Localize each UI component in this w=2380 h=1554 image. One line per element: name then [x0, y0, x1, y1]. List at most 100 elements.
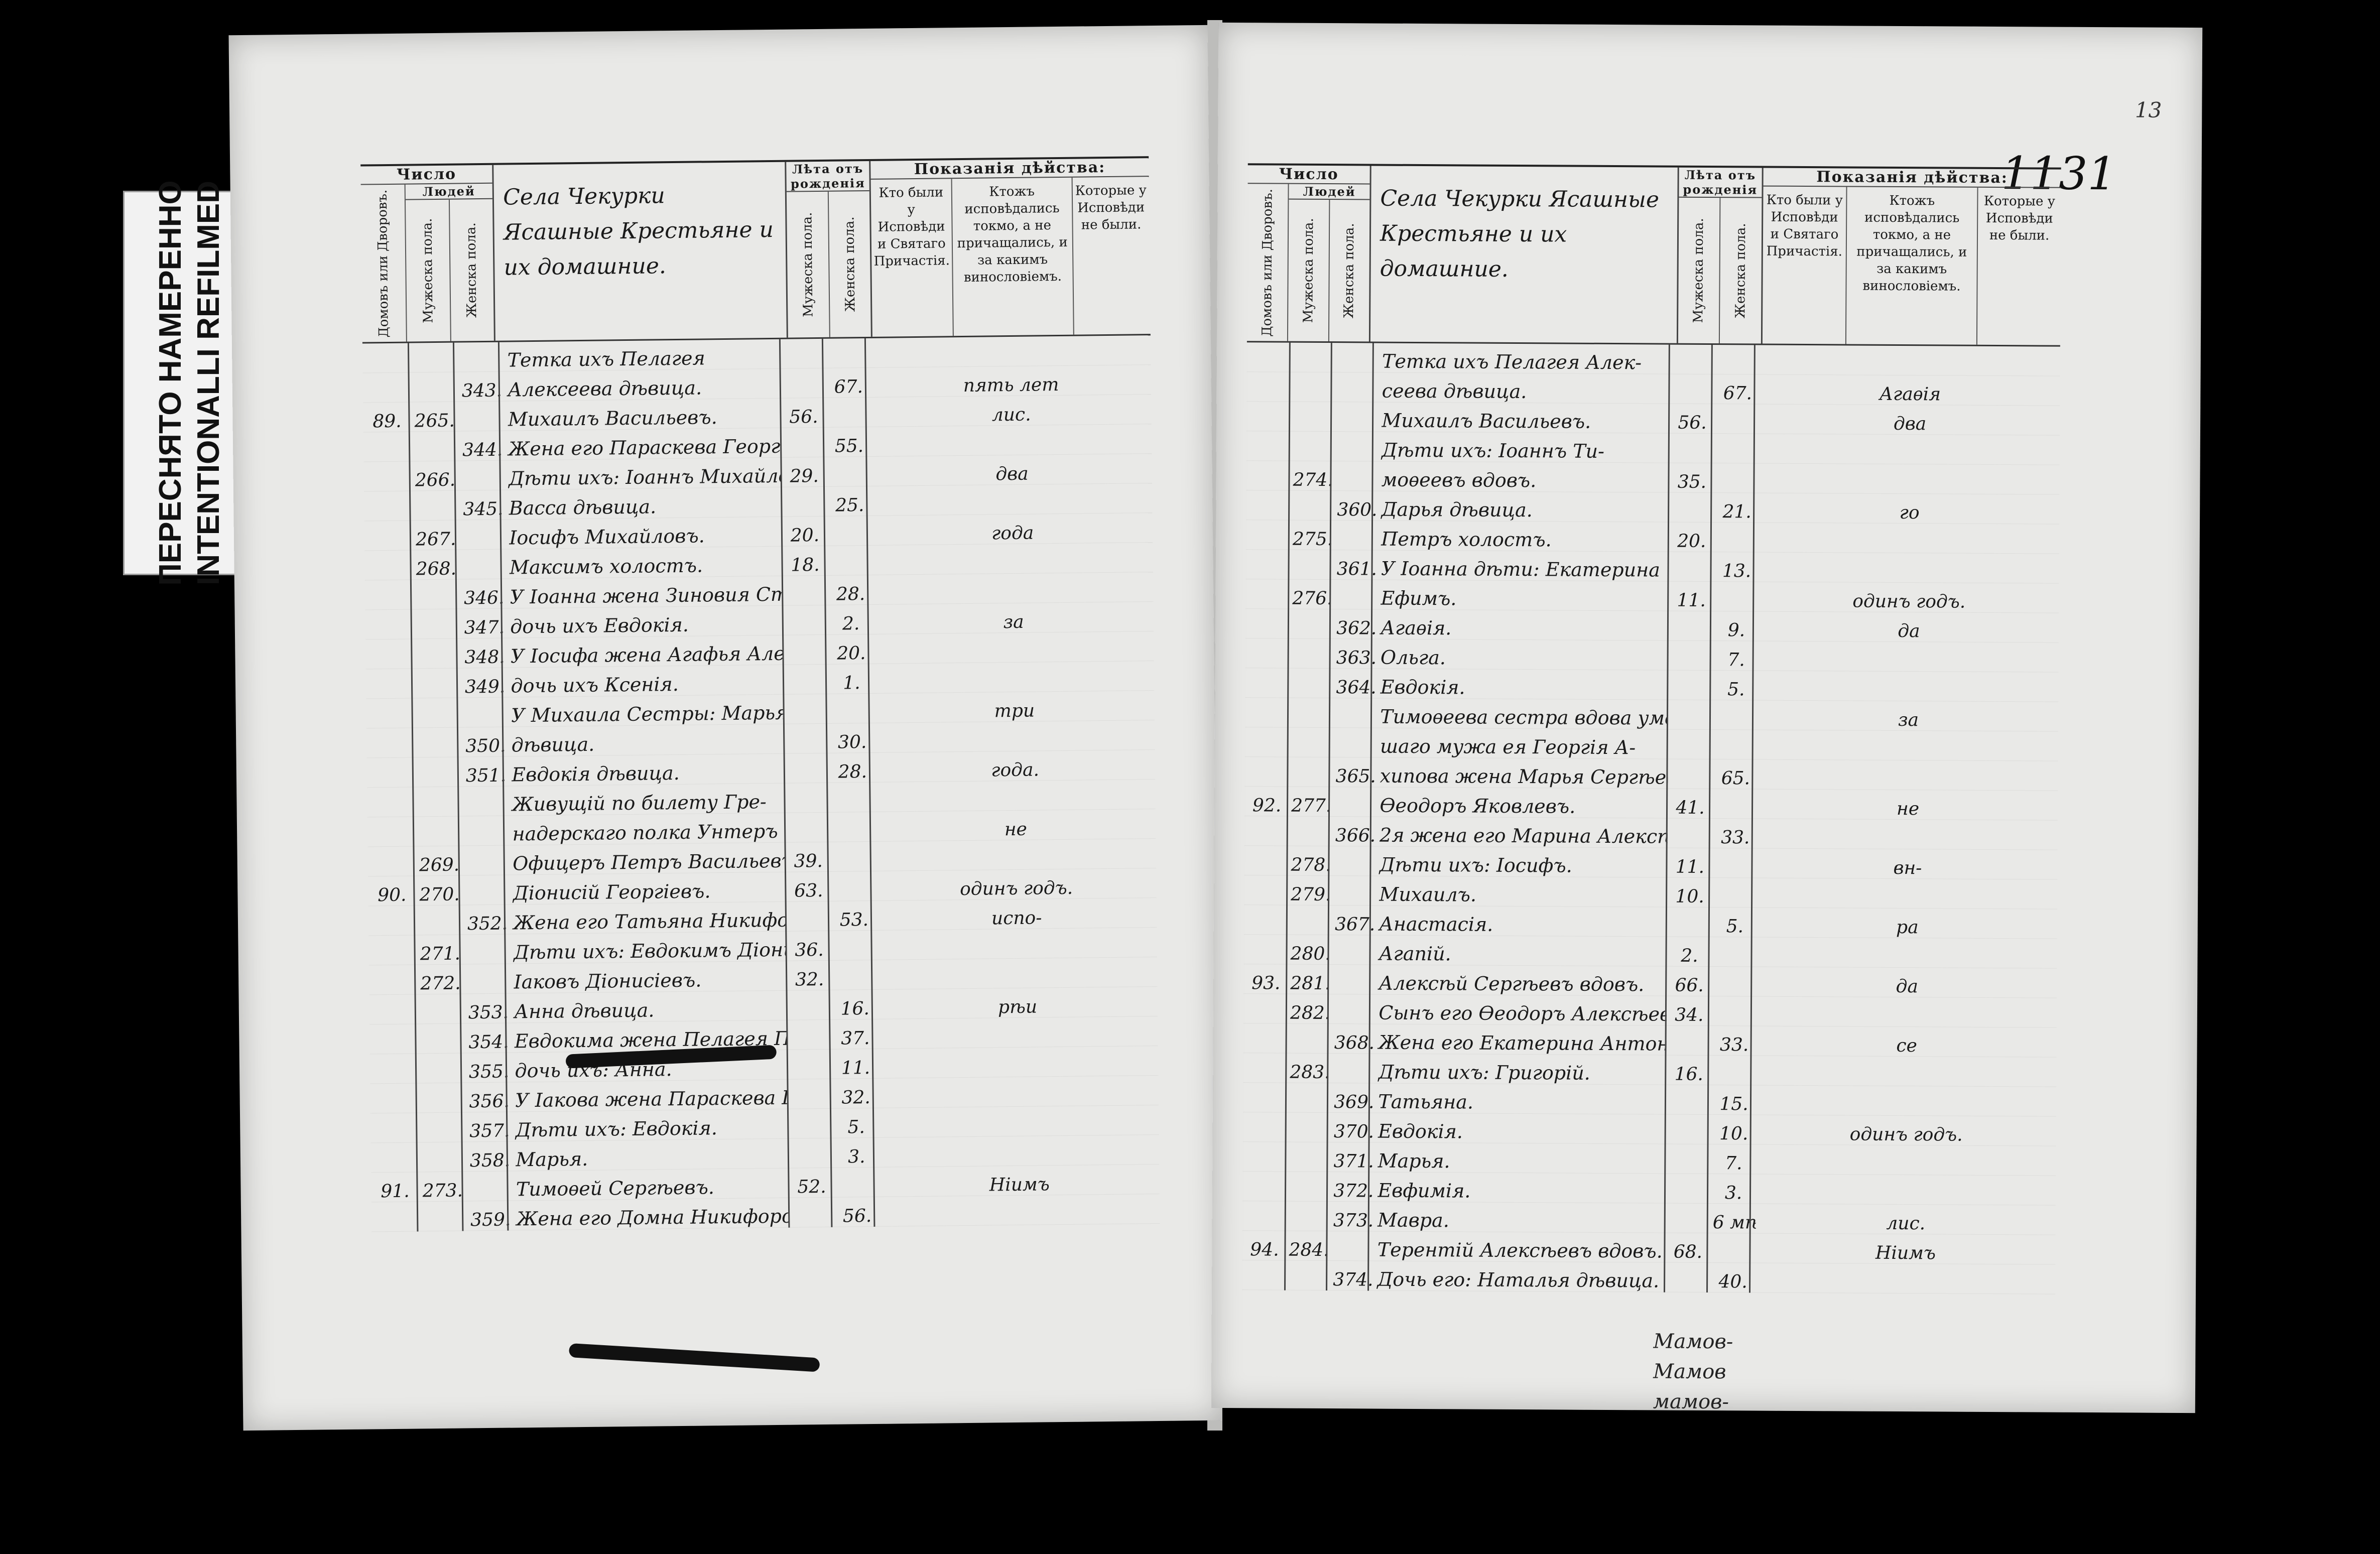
person-name: шаго мужа ея Георгія А- [1380, 735, 1636, 759]
dvor-number: 90. [378, 884, 407, 906]
right-village-title: Села Чекурки Ясашные Крестьяне и их дома… [1370, 166, 1679, 343]
person-name: Анастасія. [1379, 913, 1493, 936]
male-number: 278. [1291, 854, 1331, 876]
confession-note: лис. [991, 404, 1031, 426]
male-number [419, 1230, 467, 1231]
male-number: 283. [1290, 1062, 1330, 1083]
male-number: 279. [1291, 884, 1331, 905]
left-header: Число Домовъ или Дворовъ. Людей Мужеска … [360, 156, 1151, 344]
register-row: 275.Петръ холостъ.20. [1245, 520, 2060, 554]
footer-note-2: Мамов [1653, 1360, 1726, 1384]
person-name: Офицеръ Петръ Васильевъ [512, 849, 786, 875]
person-name: Діонисій Георгіевъ. [513, 880, 711, 904]
male-number: 267. [415, 529, 456, 550]
male-age: 20. [790, 525, 820, 546]
person-name: Терентій Алексѣевъ вдовъ. [1377, 1238, 1663, 1262]
header-pokazaniya-r: Показанія дѣйства: [1763, 168, 2061, 188]
person-name: У Іоанна дѣти: Екатерина [1381, 557, 1660, 581]
confession-note: вн- [1893, 857, 1922, 879]
male-age: 35. [1677, 471, 1707, 492]
male-age: 56. [1678, 412, 1707, 433]
header-zhen: Женска пола. [449, 199, 494, 341]
binding-string-lower [568, 1343, 820, 1372]
person-name: Тимоѳеева сестра вдова умер- [1380, 705, 1669, 729]
register-row: 371.Марья.7. [1242, 1142, 2056, 1176]
person-name: Максимъ холостъ. [509, 554, 703, 579]
right-header-pokazaniya: Показанія дѣйства: Кто были у Исповѣди и… [1762, 168, 2061, 345]
header-muzh: Мужеска пола. [405, 199, 451, 342]
person-name: 2я жена его Марина Алексѣева [1379, 824, 1668, 848]
person-name: У Іакова жена Параскева Іоаннова [515, 1086, 789, 1112]
person-name: Дѣти ихъ: Евдокимъ Діонисіевъ [513, 938, 787, 964]
header-chislo: Число [360, 165, 492, 185]
person-name: Дѣти ихъ: Евдокія. [515, 1117, 717, 1141]
male-number: 265. [414, 410, 455, 432]
left-header-pokazaniya: Показанія дѣйства: Кто были у Исповѣди и… [870, 158, 1151, 337]
male-age: 29. [790, 466, 819, 487]
person-name: Дѣти ихъ: Григорій. [1378, 1061, 1590, 1084]
person-name: Жена его Екатерина Антонова. [1378, 1031, 1667, 1055]
person-name: Евдокія. [1380, 676, 1465, 699]
folio-number-small: 13 [2135, 97, 2162, 122]
person-name: Алексѣй Сергѣевъ вдовъ. [1379, 972, 1645, 996]
male-number: 274. [1293, 469, 1333, 491]
header-leta-r: Лѣта отъ рожденія [1679, 167, 1762, 198]
register-row: 374.Дочь его: Наталья дѣвица.40. [1242, 1260, 2056, 1294]
person-name: Мавра. [1377, 1209, 1449, 1232]
register-row: 94.284.Терентій Алексѣевъ вдовъ.68.Ніимъ [1242, 1231, 2056, 1265]
register-row: 363.Ольга.7. [1245, 638, 2059, 673]
male-age: 52. [797, 1176, 826, 1198]
male-age: 2. [1681, 945, 1698, 966]
right-rows: Тетка ихъ Пелагея Алек-сеева дѣвица.67.А… [1242, 342, 2060, 1294]
footer-note-1: Мамов- [1653, 1330, 1733, 1354]
register-row: 280.Агапій.2. [1243, 935, 2057, 969]
confession-note: три [994, 700, 1035, 722]
confession-note: за [1898, 709, 1919, 731]
male-number: 269. [419, 854, 460, 876]
male-age: 11. [1675, 856, 1705, 877]
male-number: 268. [416, 558, 457, 580]
confession-note: лис. [1886, 1213, 1926, 1234]
footer-note-3: мамов- [1653, 1390, 1729, 1414]
male-age: 39. [794, 850, 823, 872]
register-row: Дѣти ихъ: Іоаннъ Ти- [1246, 431, 2060, 465]
register-row: 278.Дѣти ихъ: Іосифъ.11.вн- [1244, 846, 2058, 880]
confession-note [1756, 1292, 2055, 1294]
male-number: 266. [415, 469, 456, 491]
male-number: 276. [1292, 588, 1333, 609]
confession-note [880, 1223, 1160, 1226]
confession-note: одинъ годъ. [1849, 1124, 1963, 1145]
header-leta-zhen-r-text: Женска пола. [1733, 223, 1749, 319]
person-name: Тетка ихъ Пелагея Алек- [1382, 350, 1642, 374]
header-dvorov: Домовъ или Дворовъ. [360, 184, 407, 342]
person-name: Дочь его: Наталья дѣвица. [1377, 1268, 1660, 1292]
person-name: Ѳеодоръ Яковлевъ. [1380, 794, 1576, 818]
left-page: Число Домовъ или Дворовъ. Людей Мужеска … [228, 25, 1222, 1431]
male-age: 36. [795, 939, 824, 961]
confession-note: да [1898, 620, 1920, 642]
male-age: 66. [1675, 975, 1704, 996]
person-name: Михаилъ Васильевъ. [1382, 409, 1591, 433]
confession-note: года [991, 523, 1034, 544]
header-zhen-r-text: Женска пола. [1341, 223, 1357, 319]
person-name: Евдокія. [1377, 1120, 1463, 1143]
header-dvorov-text: Домовъ или Дворовъ. [375, 189, 392, 338]
header-byli: Кто были у Исповѣди и Святаго Причастія. [870, 179, 954, 337]
register-row: 92.277.Ѳеодоръ Яковлевъ.41.не [1244, 787, 2058, 821]
left-register-table: Число Домовъ или Дворовъ. Людей Мужеска … [360, 156, 1160, 1232]
header-byli-r: Кто были у Исповѣди и Святаго Причастія. [1762, 186, 1847, 344]
person-name: дочь ихъ Евдокія. [510, 613, 689, 638]
confession-note: пять лет [963, 374, 1059, 396]
person-name: Агапій. [1379, 942, 1451, 965]
register-row: 373.Мавра.6 мѣсяцевъ.лис. [1242, 1201, 2056, 1235]
person-name: Тетка ихъ Пелагея [507, 347, 705, 371]
header-muzh-r: Мужеска пола. [1288, 199, 1330, 342]
person-name: Петръ холостъ. [1381, 528, 1552, 551]
person-name: Татьяна. [1378, 1090, 1474, 1113]
register-row: 364.Евдокія.5. [1245, 668, 2059, 702]
person-name: Жена его Параскева Георгиева [508, 435, 782, 460]
right-header-leta: Лѣта отъ рожденія Мужеска пола. Женска п… [1678, 167, 1764, 344]
person-name: Агаѳія. [1381, 616, 1452, 639]
